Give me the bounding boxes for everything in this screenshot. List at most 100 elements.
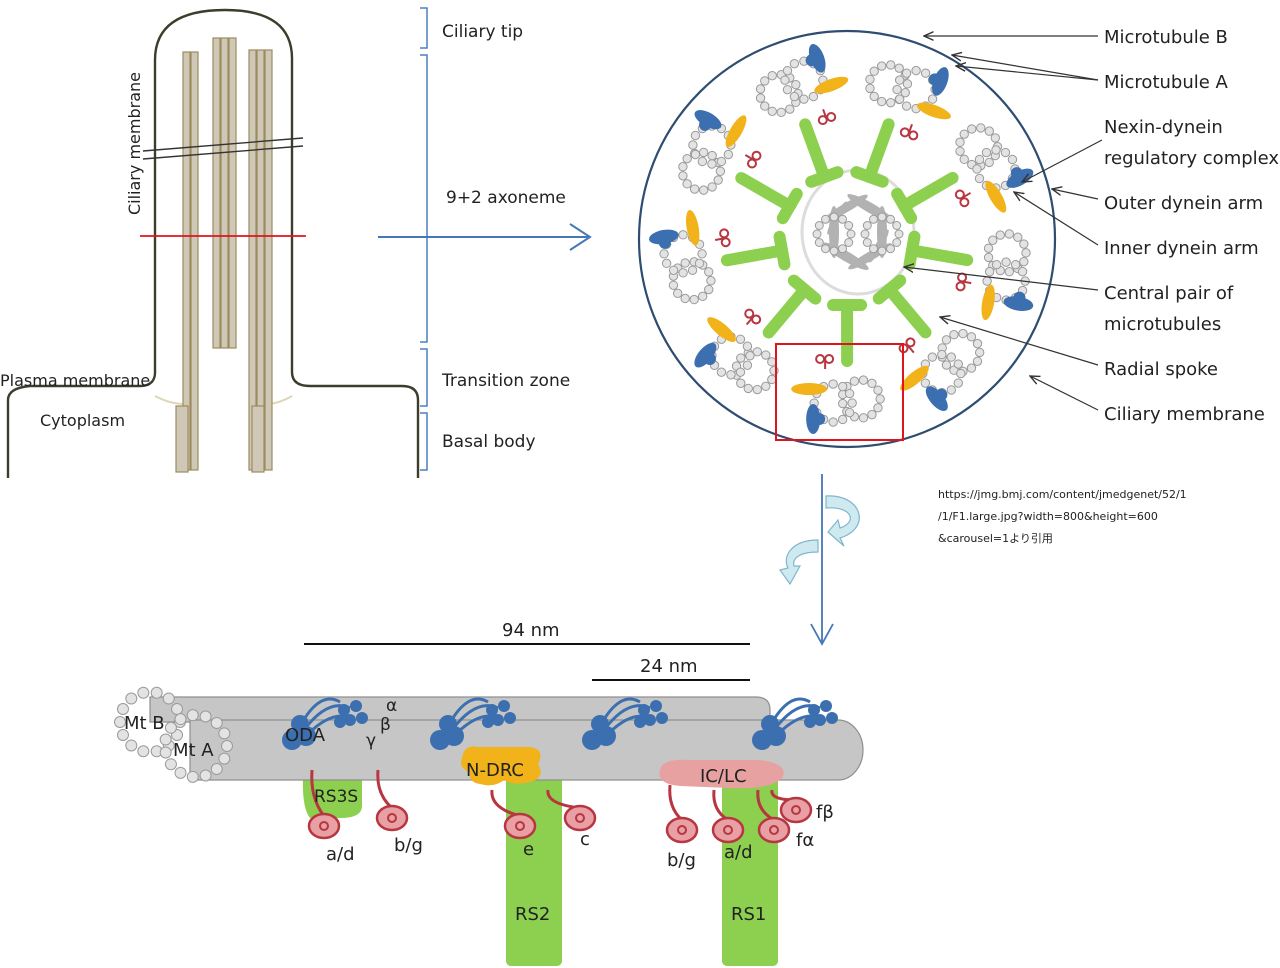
nexin-link	[791, 383, 828, 396]
tubulin-subunit	[1017, 266, 1028, 277]
bracket-axoneme	[420, 54, 428, 343]
citation-line-3: &carousel=1より引用	[938, 532, 1053, 545]
tubulin-subunit	[707, 159, 717, 169]
inner-dynein-arm-unit	[375, 769, 409, 832]
ciliary-membrane-label: Ciliary membrane	[125, 72, 144, 215]
nexin-link	[916, 102, 951, 120]
ida-head	[711, 816, 745, 844]
label-microtubule-b: Microtubule B	[1104, 27, 1228, 48]
tubulin-subunit	[735, 367, 746, 377]
tubulin-subunit	[678, 230, 688, 240]
tubulin-subunit	[974, 173, 985, 184]
radial-spoke	[863, 118, 895, 183]
tubulin-subunit	[937, 349, 947, 360]
ida-head	[307, 812, 341, 840]
region-label-transition-zone: Transition zone	[441, 371, 570, 391]
tubulin-subunit	[814, 238, 824, 247]
microtubule-strand	[220, 37, 229, 349]
tubulin-subunit	[697, 249, 707, 259]
tubulin-subunit	[892, 221, 902, 230]
tubulin-subunit	[736, 378, 746, 388]
tubulin-subunit	[697, 291, 708, 302]
tubulin-subunit	[959, 154, 969, 165]
bracket-ciliary-tip	[420, 7, 428, 49]
ida-head	[503, 812, 537, 840]
inner-dynein-arms	[307, 769, 813, 844]
oda-domain	[656, 712, 668, 724]
tubulin-subunit	[767, 357, 777, 367]
tubulin-subunit	[782, 84, 793, 95]
tubulin-subunit	[659, 249, 669, 259]
source-citation: https://jmg.bmj.com/content/jmedgenet/52…	[938, 484, 1238, 550]
tubulin-subunit	[892, 84, 902, 95]
oda-domain	[826, 712, 838, 724]
tubulin-subunit	[799, 94, 809, 104]
oda-domain	[504, 712, 516, 724]
tubulin-subunit	[984, 266, 995, 277]
label-ciliary-membrane-section: Ciliary membrane	[1104, 404, 1265, 425]
tubulin-subunit	[1021, 248, 1031, 258]
radial-spoke	[883, 283, 932, 339]
rotation-arc-upper	[825, 495, 860, 547]
tubulin-subunit	[974, 154, 985, 165]
microtubule-strand	[190, 51, 199, 471]
label-mt-a: Mt A	[173, 740, 214, 761]
label-ida-a-d-1: a/d	[326, 844, 355, 865]
oda-stalk	[768, 697, 811, 727]
tubulin-subunit	[958, 328, 968, 339]
radial-spoke-rs2	[506, 760, 562, 966]
tubulin-subunit	[865, 83, 875, 94]
tubulin-subunit	[186, 709, 199, 722]
oda-domain	[650, 700, 662, 712]
tubulin-subunit	[844, 238, 854, 247]
inner-dynein-arm-unit	[770, 789, 813, 824]
tubulin-subunit	[869, 244, 878, 254]
oda-domain	[804, 716, 816, 728]
tubulin-subunit	[1004, 267, 1015, 277]
radial-spoke-rs1	[722, 760, 778, 966]
tubulin-subunit	[698, 185, 709, 195]
outer-dynein-arm	[806, 404, 821, 435]
tubulin-subunit	[742, 341, 753, 351]
radial-spokes	[720, 118, 974, 367]
tubulin-subunit	[678, 268, 688, 278]
tubulin-subunit	[706, 276, 716, 286]
tubulin-subunit	[847, 398, 857, 408]
tubulin-subunit	[846, 229, 856, 239]
tubulin-subunit	[976, 123, 986, 133]
label-beta: β	[380, 715, 391, 735]
tubulin-subunit	[920, 378, 931, 388]
spoke-head	[773, 230, 791, 271]
tubulin-subunit	[780, 75, 790, 85]
repeat-unit-highlight-box	[775, 343, 904, 441]
tubulin-subunit	[955, 137, 965, 147]
tubulin-subunit	[972, 164, 982, 174]
tubulin-subunit	[668, 265, 679, 275]
tubulin-subunit	[210, 716, 223, 729]
tubulin-subunit	[858, 375, 869, 385]
basal-body-triplet	[175, 405, 189, 473]
ida-head	[757, 816, 791, 844]
tubulin-subunit	[171, 702, 184, 715]
tubulin-subunit	[972, 338, 983, 349]
tubulin-subunit	[218, 752, 231, 765]
oda-domain	[492, 714, 504, 726]
radial-spoke	[799, 118, 831, 184]
radial-spoke	[762, 283, 811, 339]
tubulin-subunit	[767, 106, 777, 116]
rotation-arc-lower	[778, 539, 819, 586]
label-ida-f-alpha: fα	[796, 830, 814, 851]
microtubule-a-ring	[937, 328, 985, 377]
label-gamma: γ	[366, 731, 376, 751]
label-regulatory-complex: regulatory complex	[1104, 148, 1279, 169]
tubulin-subunit	[876, 96, 887, 107]
ida-head-core	[791, 805, 801, 815]
inner-dynein-head	[908, 130, 919, 141]
nexin-link	[707, 317, 736, 343]
tubulin-subunit	[894, 229, 904, 239]
tubulin-subunit	[704, 267, 714, 277]
tubulin-subunit	[736, 353, 746, 363]
tubulin-subunit	[886, 97, 896, 108]
tubulin-subunit	[199, 710, 212, 723]
tubulin-subunit	[984, 126, 994, 136]
